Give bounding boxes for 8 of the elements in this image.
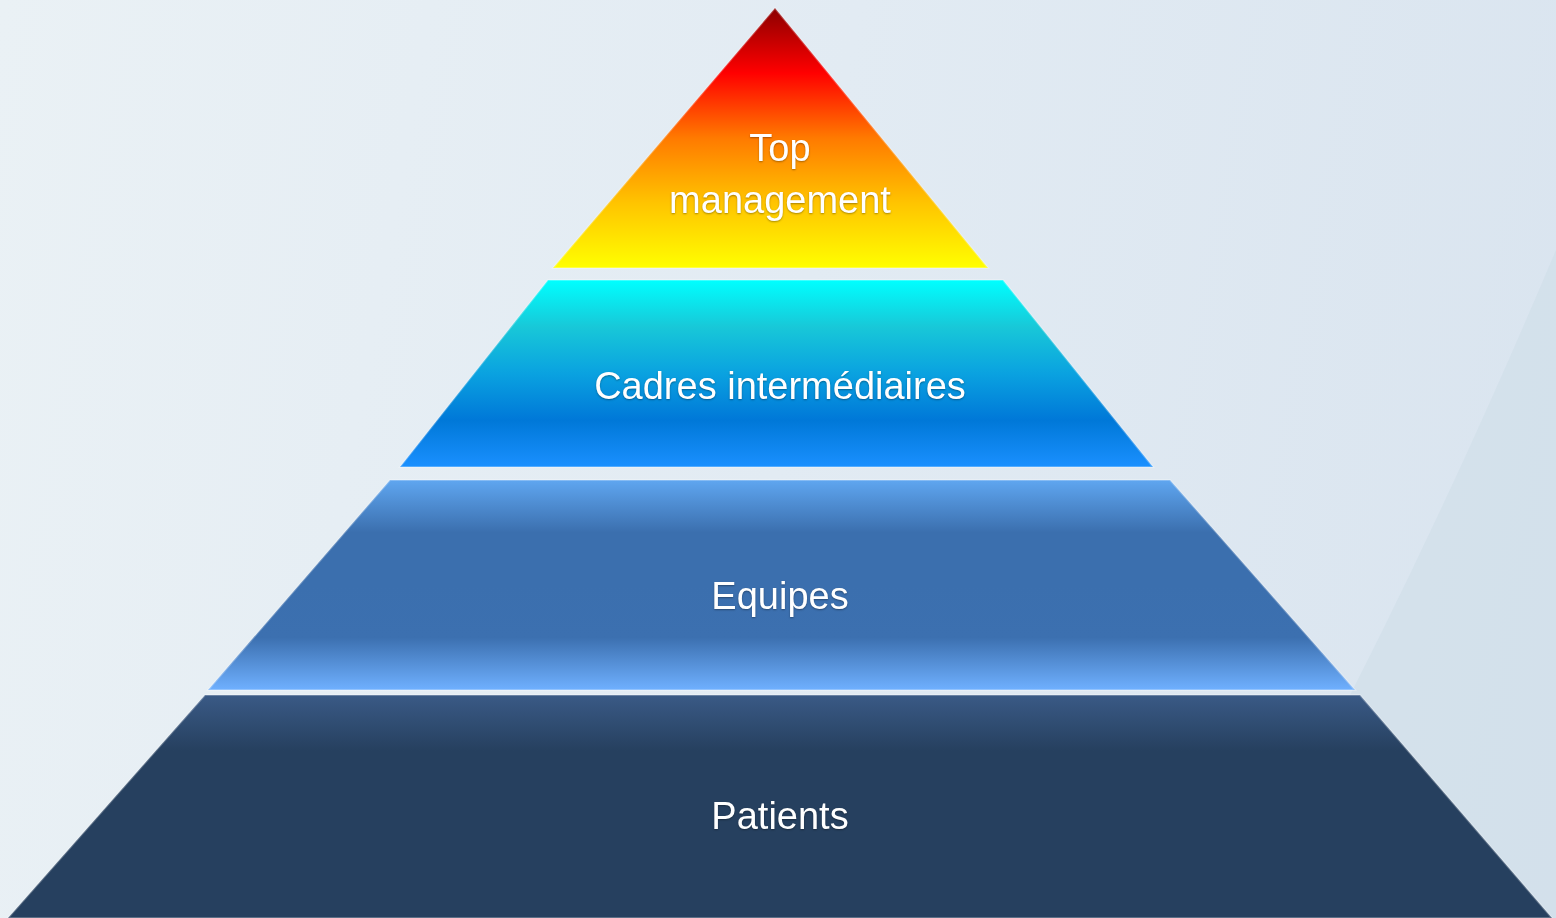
tier-label: Top management xyxy=(668,126,892,224)
pyramid-tier xyxy=(208,480,1355,690)
pyramid-tier xyxy=(8,695,1552,918)
tier-label: Patients xyxy=(710,794,850,839)
tier-label: Cadres intermédiaires xyxy=(593,364,967,409)
pyramid-tier xyxy=(400,280,1153,467)
pyramid-tier xyxy=(553,8,988,268)
tier-label: Equipes xyxy=(710,574,850,619)
